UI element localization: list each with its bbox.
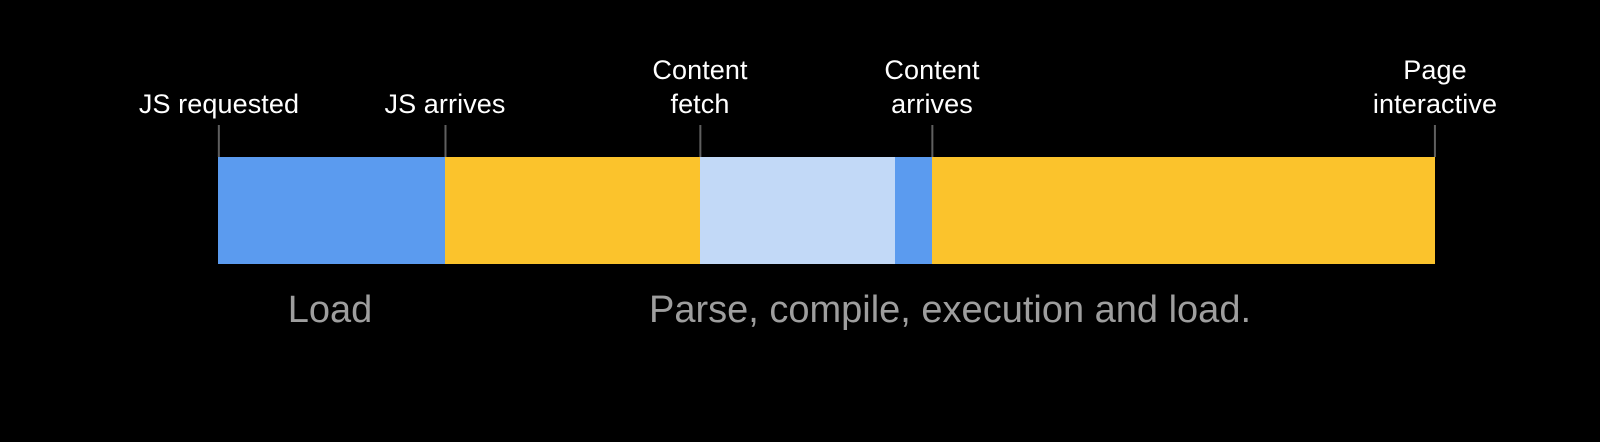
marker-label-content-arrives: Content arrives <box>884 55 980 119</box>
marker-tick-page-interactive <box>1434 125 1436 157</box>
timeline-bar <box>218 157 1435 264</box>
bar-segment-load <box>218 157 445 264</box>
marker-label-js-arrives: JS arrives <box>384 89 506 119</box>
bar-segment-parse-compile-execute-2 <box>932 157 1435 264</box>
marker-tick-content-fetch <box>699 125 701 157</box>
marker-js-requested: JS requested <box>139 87 299 157</box>
bar-segment-content-fetch-wait <box>700 157 895 264</box>
marker-tick-js-arrives <box>444 125 446 157</box>
marker-label-page-interactive: Page interactive <box>1372 55 1498 119</box>
marker-label-js-requested: JS requested <box>138 89 300 119</box>
parse-caption: Parse, compile, execution and load. <box>648 289 1252 331</box>
marker-label-content-fetch: Content fetch <box>652 55 748 119</box>
marker-content-fetch: Content fetch <box>652 53 748 157</box>
marker-page-interactive: Page interactive <box>1373 53 1497 157</box>
bar-segment-content-load <box>895 157 932 264</box>
marker-js-arrives: JS arrives <box>384 87 505 157</box>
bar-segment-parse-compile-execute-1 <box>445 157 700 264</box>
load-caption: Load <box>287 289 373 331</box>
marker-tick-js-requested <box>218 125 220 157</box>
marker-content-arrives: Content arrives <box>884 53 980 157</box>
marker-tick-content-arrives <box>931 125 933 157</box>
